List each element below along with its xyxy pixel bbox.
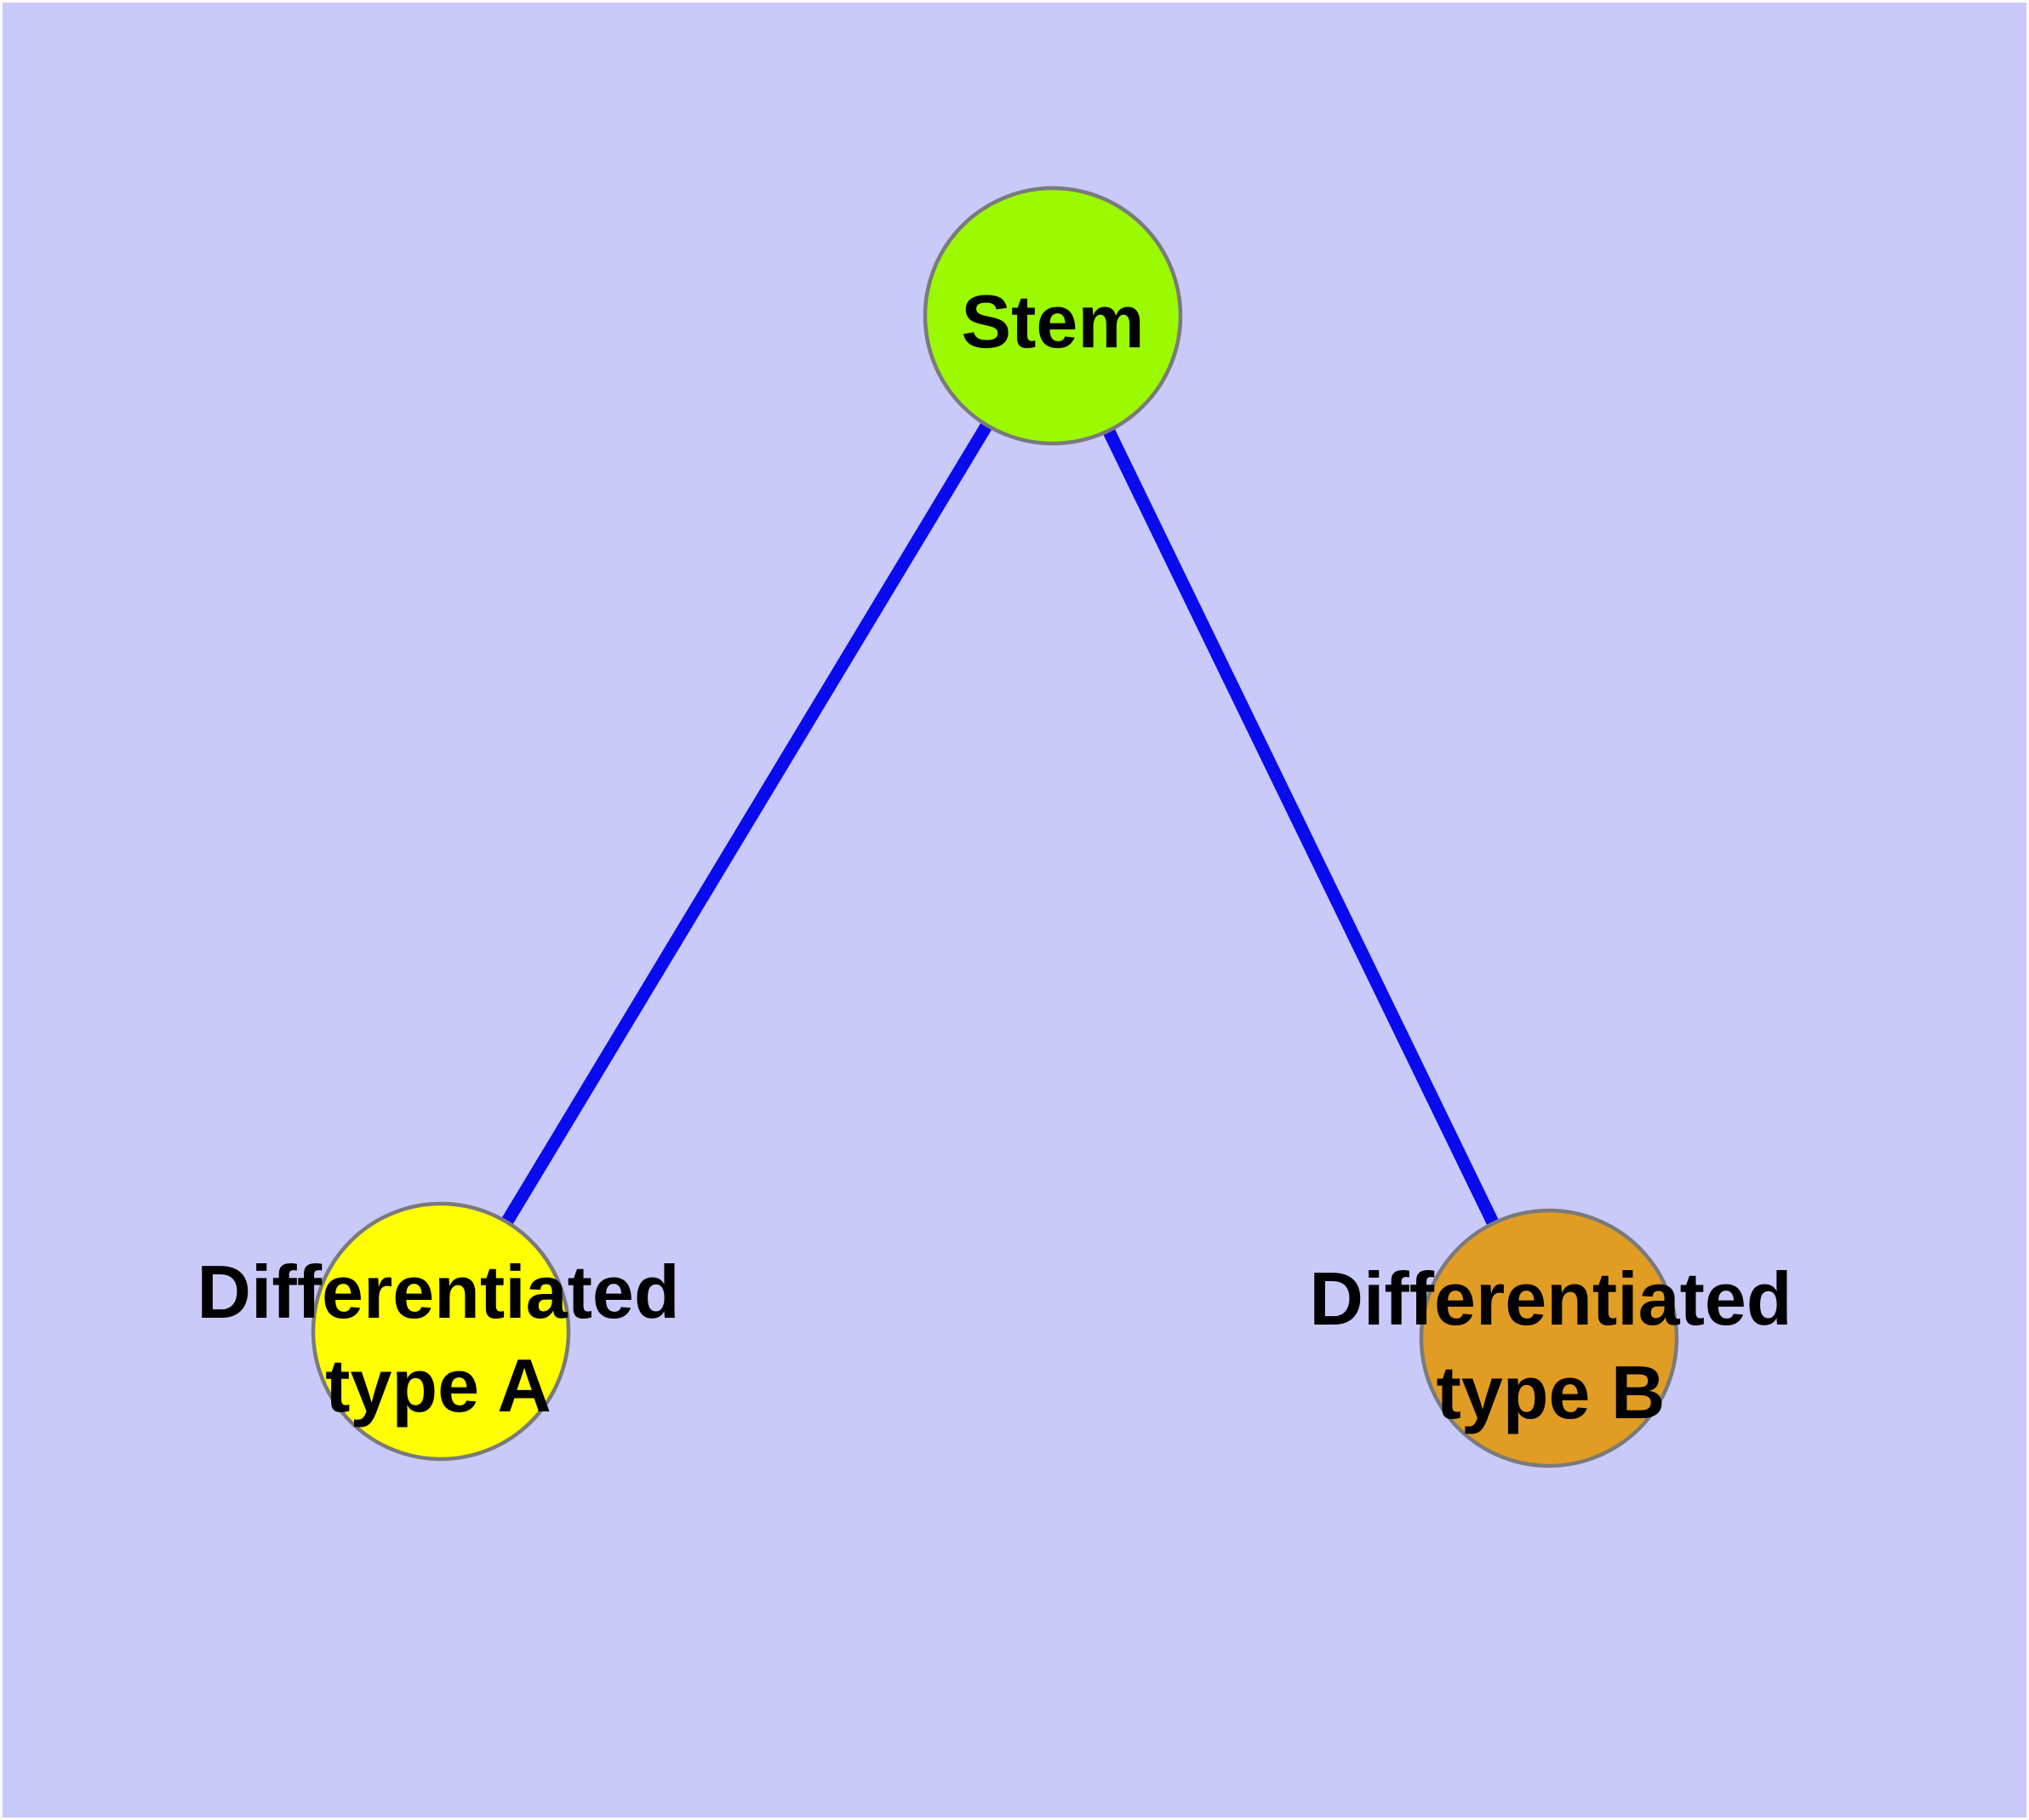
node-differentiated-type-a-label-line2: type A (325, 1343, 552, 1428)
node-stem: Stem (923, 186, 1183, 446)
node-stem-circle (923, 186, 1183, 446)
node-differentiated-type-b-label-line1: Differentiated (1309, 1256, 1792, 1341)
edges (435, 312, 1555, 1342)
node-differentiated-type-a-label-line1: Differentiated (197, 1250, 679, 1334)
node-stem-label: Stem (961, 279, 1144, 363)
node-differentiated-type-b: Differentiated type B (1309, 1208, 1792, 1468)
edge-stem-to-typeA (435, 312, 1059, 1335)
edge-stem-to-typeB (1047, 312, 1555, 1342)
node-differentiated-type-b-circle (1419, 1208, 1679, 1468)
node-differentiated-type-a-circle (311, 1201, 571, 1462)
node-differentiated-type-b-label-line2: type B (1437, 1350, 1666, 1434)
node-differentiated-type-a: Differentiated type A (197, 1201, 680, 1462)
